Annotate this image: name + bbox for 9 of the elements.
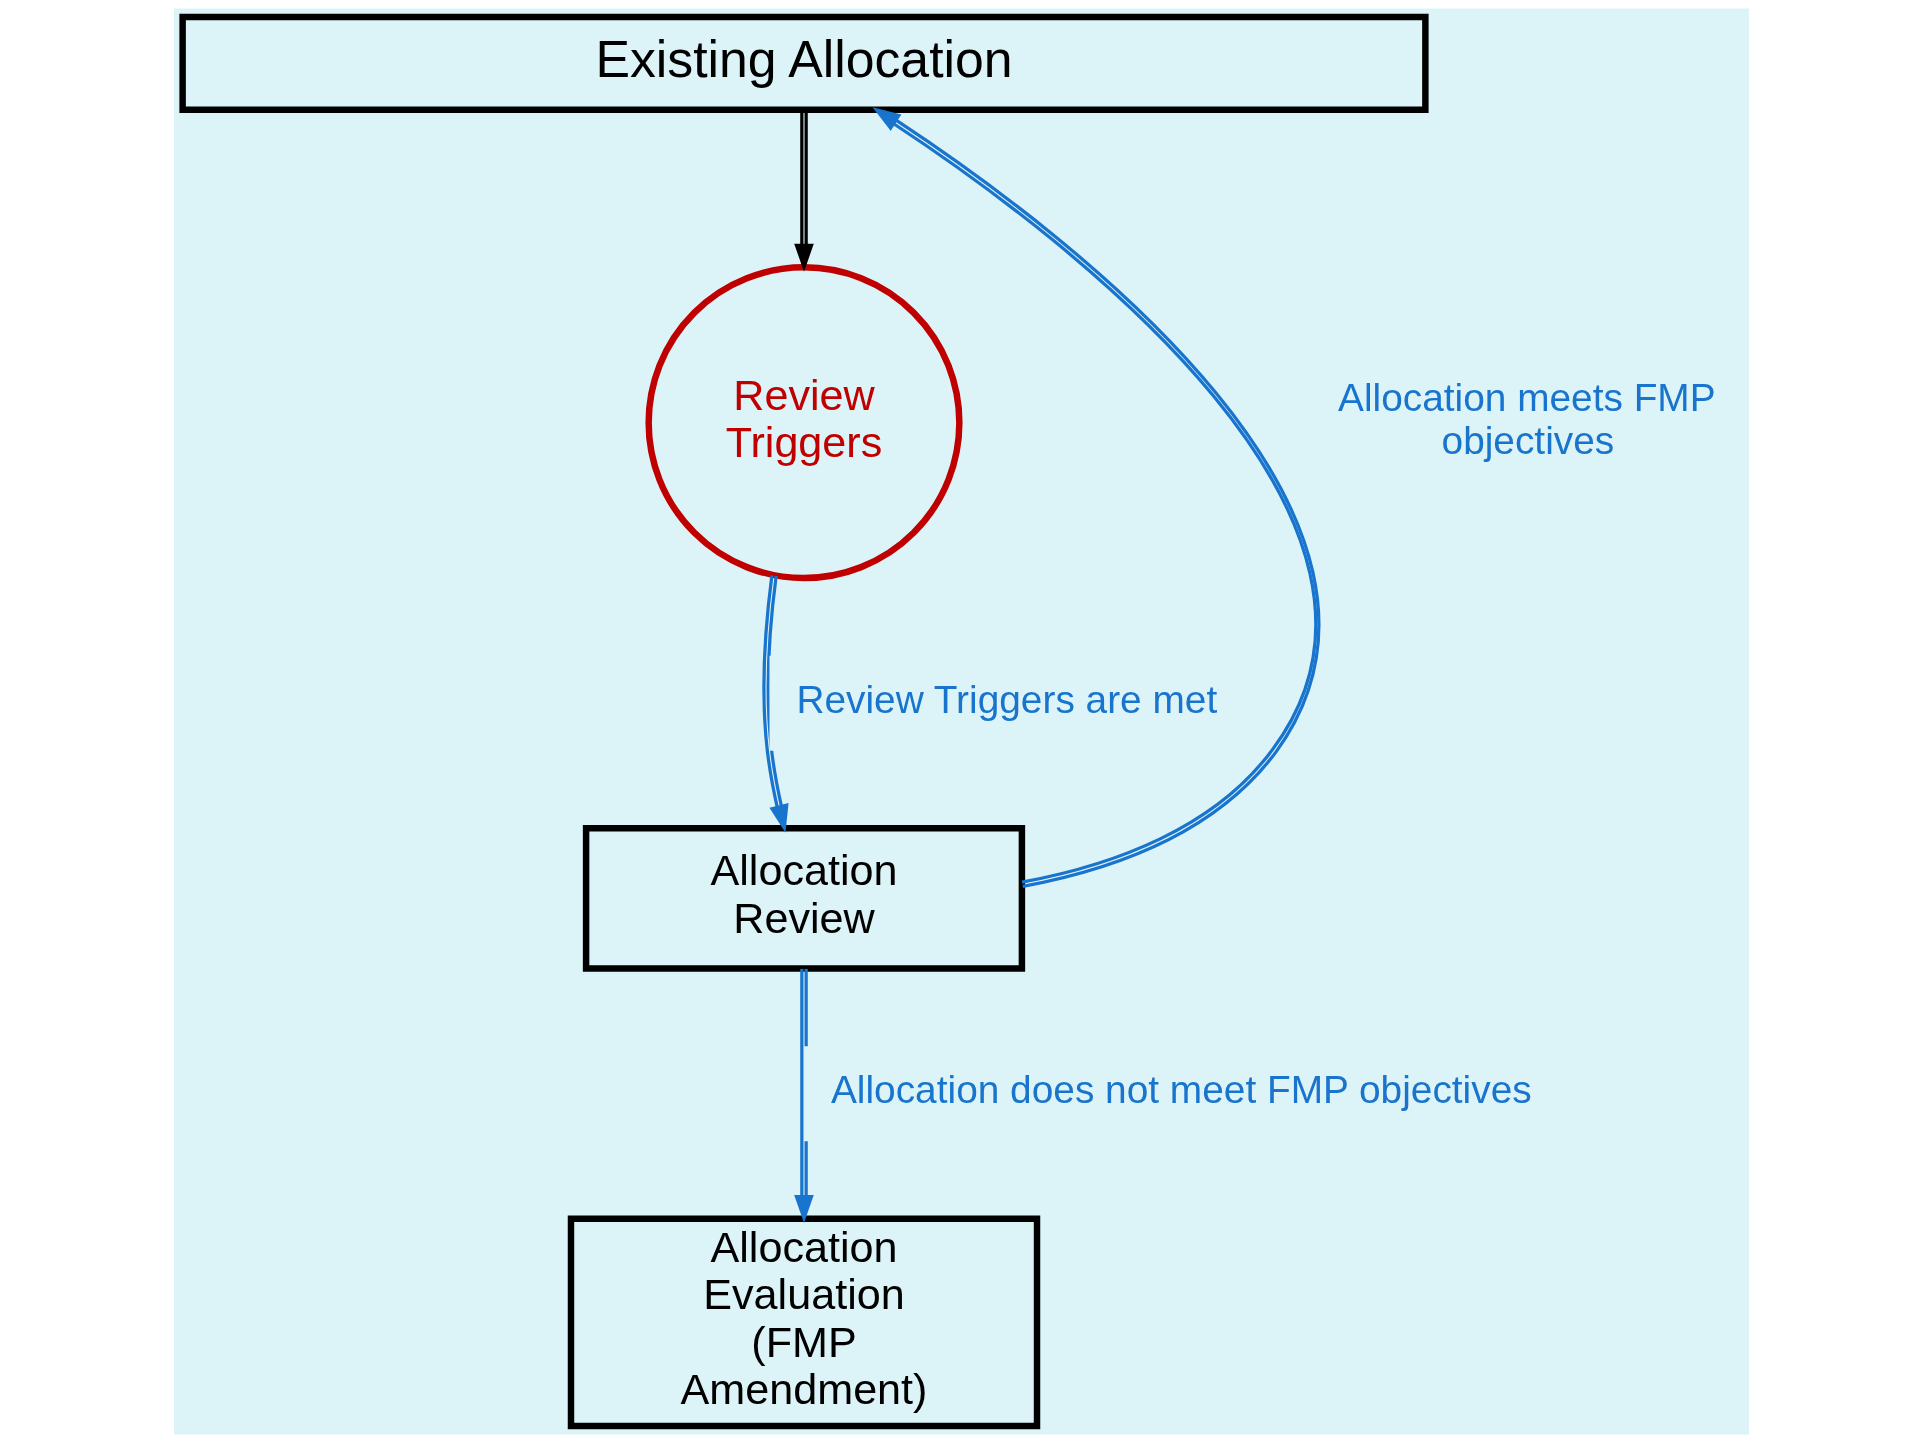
node-box: Existing Allocation [179,13,1429,114]
node-box: Allocation Evaluation (FMP Amendment) [567,1215,1041,1430]
arrow [762,575,789,833]
node-circle: Review Triggers [645,264,963,582]
arrow [872,107,1321,888]
node-box: Allocation Review [582,825,1026,972]
edge-label: Allocation does not meet FMP objectives [830,1068,1532,1112]
edge-label: Review Triggers are met [796,677,1218,721]
edge-label: Allocation meets FMP objectives [1337,375,1716,462]
